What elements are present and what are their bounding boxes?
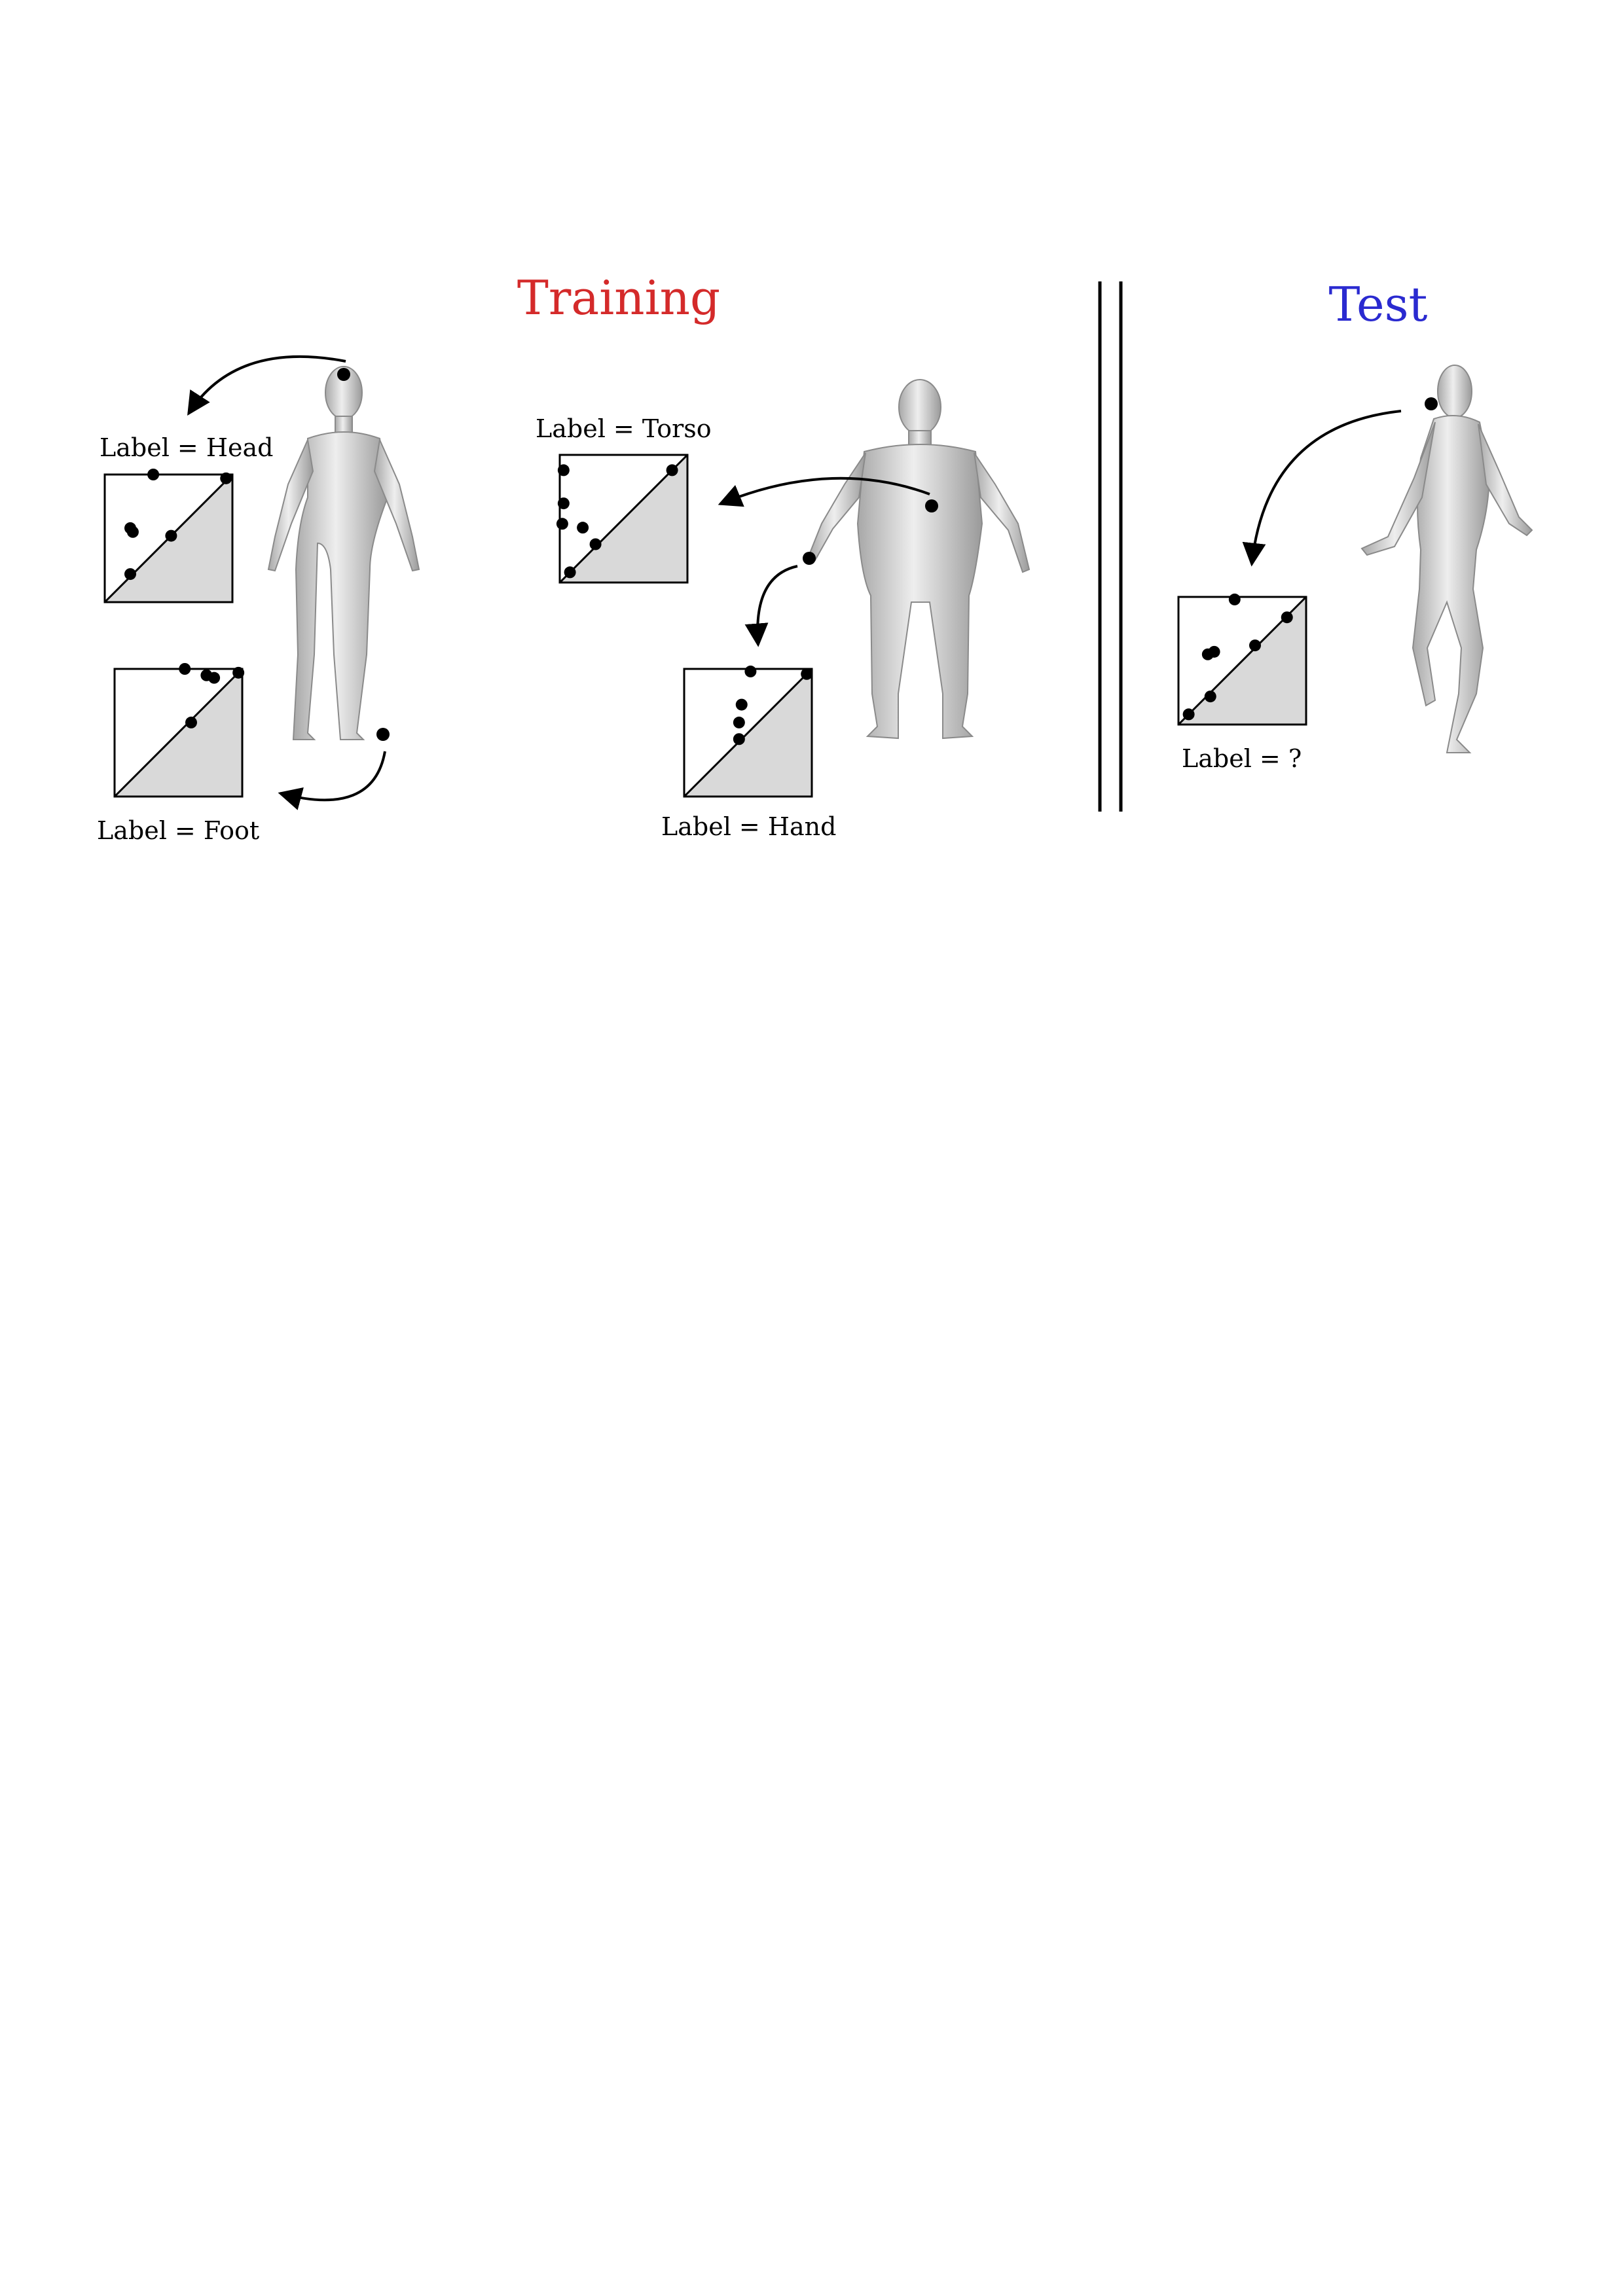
diagram-diagonal [113, 668, 244, 798]
persistence-diagram-hand [683, 665, 813, 798]
diagram-point [1281, 611, 1293, 624]
persistence-diagram-unknown [1177, 593, 1307, 726]
diagram-point [1228, 593, 1241, 605]
diagram-point [733, 716, 745, 728]
arrow-foot [278, 751, 386, 810]
label-unknown: Label = ? [1182, 744, 1302, 773]
keypoint-hand [803, 552, 816, 565]
training-title: Training [517, 270, 720, 325]
diagram-point [1208, 645, 1220, 658]
diagram-point [666, 464, 678, 476]
diagram-point [220, 472, 232, 484]
diagram-frame [1177, 596, 1307, 726]
diagram-point [1182, 708, 1195, 721]
test-title: Test [1329, 277, 1428, 332]
arrow-head [187, 355, 346, 416]
human-mesh-female [267, 366, 420, 740]
diagram-point [124, 568, 136, 581]
diagram-point [564, 566, 576, 579]
diagram-point [208, 672, 221, 684]
diagram-point [185, 716, 197, 728]
diagram-point [735, 698, 748, 711]
arrow-torso [718, 476, 930, 507]
diagram-point [179, 663, 191, 675]
label-hand: Label = Hand [661, 812, 836, 841]
diagram-diagonal [558, 454, 689, 584]
diagram-point [1204, 691, 1216, 703]
label-foot: Label = Foot [97, 816, 259, 845]
diagram-point [1249, 639, 1261, 652]
diagram-point [801, 668, 813, 680]
arrow-hand [744, 565, 798, 647]
diagram-frame [113, 668, 244, 798]
diagram-point [126, 526, 139, 538]
human-mesh-test [1360, 365, 1533, 753]
diagram-point [232, 666, 245, 679]
keypoint-test [1425, 397, 1438, 410]
persistence-diagram-head [103, 469, 234, 603]
human-mesh-male [807, 379, 1030, 740]
diagram-point [557, 497, 570, 510]
diagram-point [556, 518, 568, 530]
label-head: Label = Head [100, 433, 273, 462]
diagram-point [147, 469, 160, 480]
diagram-point [733, 733, 745, 745]
keypoint-torso [925, 499, 938, 512]
diagram-diagonal [683, 668, 813, 798]
diagram-point [744, 665, 757, 677]
diagram-frame [103, 473, 234, 603]
diagram-point [165, 529, 177, 542]
persistence-diagram-torso [556, 454, 689, 584]
label-torso: Label = Torso [536, 414, 712, 443]
diagram-point [557, 464, 570, 476]
keypoint-head [337, 368, 350, 381]
keypoint-foot [376, 728, 390, 741]
diagram-point [577, 522, 589, 534]
persistence-diagram-foot [113, 663, 245, 798]
arrow-test [1242, 410, 1402, 567]
diagram-point [589, 538, 602, 550]
